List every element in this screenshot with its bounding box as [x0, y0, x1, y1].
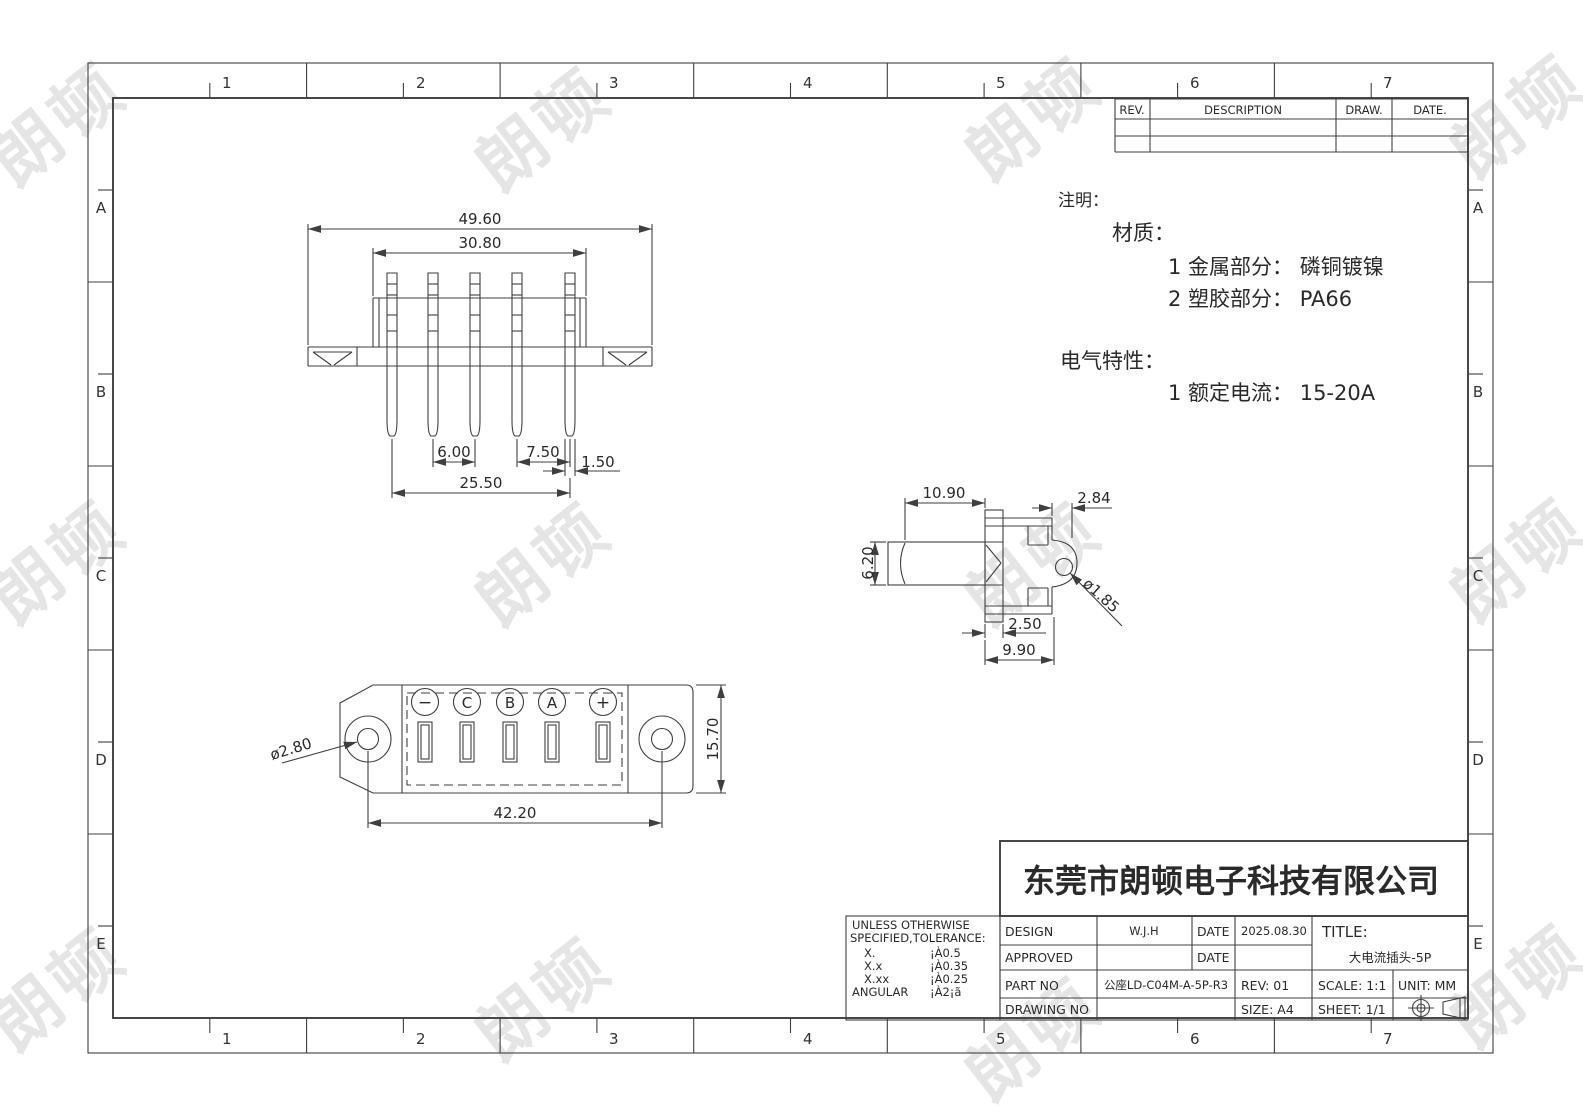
dim-total-width: 9.90	[1002, 641, 1035, 659]
dim-body-width: 30.80	[459, 234, 502, 252]
zone-col-label: 7	[1383, 74, 1393, 92]
title-label: TITLE:	[1321, 923, 1368, 941]
dim-pin-pitch: 6.00	[437, 443, 470, 461]
dim-hole-span: 42.20	[494, 804, 537, 822]
pin-label-c: C	[462, 694, 472, 712]
tolerance-label: X.xx	[864, 972, 889, 986]
front-view-dimensions: 49.60 30.80 6.00 7.50 1.50 25.50	[307, 210, 653, 498]
zone-col-label: 2	[416, 74, 426, 92]
dim-flange-width: 2.50	[1008, 615, 1041, 633]
partno-label: PART NO	[1005, 978, 1059, 993]
tolerance-value: ¡À2¡ã	[930, 984, 961, 999]
pin-label-minus: −	[418, 693, 432, 713]
revision-table: REV. DESCRIPTION DRAW. DATE.	[1114, 98, 1469, 153]
partno-value: 公座LD-C04M-A-5P-R3	[1104, 978, 1228, 992]
zone-col-label: 4	[803, 1030, 813, 1048]
design-label: DESIGN	[1005, 924, 1053, 939]
date-label: DATE	[1197, 924, 1230, 939]
zone-row-label: A	[96, 199, 107, 217]
size-value: SIZE: A4	[1241, 1002, 1294, 1017]
material-title: 材质：	[1112, 221, 1175, 245]
dim-barrel-length: 10.90	[923, 484, 966, 502]
side-view-dimensions: 10.90 2.84 6.20 2.50 9.90	[859, 484, 1112, 665]
zone-row-label: A	[1473, 199, 1484, 217]
dim-overall-width: 49.60	[459, 210, 502, 228]
zone-row-label: D	[95, 751, 107, 769]
electrical-title: 电气特性：	[1060, 349, 1165, 373]
drawingno-label: DRAWING NO	[1005, 1002, 1089, 1017]
tolerance-label: X.	[864, 946, 876, 960]
zone-col-label: 5	[996, 1030, 1006, 1048]
dim-mount-hole: ø2.80	[268, 734, 314, 764]
date2-label: DATE	[1197, 950, 1230, 965]
approved-label: APPROVED	[1005, 950, 1073, 965]
tolerance-value: ¡À0.5	[930, 945, 961, 960]
dim-pin-pitch-last: 7.50	[526, 443, 559, 461]
tolerance-line2: SPECIFIED,TOLERANCE:	[850, 931, 986, 945]
tolerance-value: ¡À0.25	[930, 971, 968, 986]
material-item: 1 金属部分： 磷铜镀镍	[1168, 255, 1384, 279]
dim-plate-width: 15.70	[704, 718, 722, 761]
dim-pin-span: 25.50	[460, 474, 503, 492]
dim-hole-diameter: ø1.85	[1079, 575, 1123, 617]
date-col-header: DATE.	[1413, 103, 1447, 117]
scale-value: SCALE: 1:1	[1318, 978, 1386, 993]
zone-col-label: 2	[416, 1030, 426, 1048]
dim-barrel-diameter: 6.20	[859, 546, 877, 579]
description-col-header: DESCRIPTION	[1204, 103, 1282, 117]
notes-heading: 注明：	[1058, 191, 1109, 211]
zone-col-label: 1	[222, 1030, 232, 1048]
bottom-view: − C B A + ø2.80 42.20	[268, 684, 726, 828]
front-view: 49.60 30.80 6.00 7.50 1.50 25.50	[307, 210, 653, 498]
title-block: 东莞市朗顿电子科技有限公司 UNLESS OTHERWISE SPECIFIED…	[845, 840, 1469, 1021]
zone-col-label: 6	[1190, 1030, 1200, 1048]
side-view: ø1.85 10.90 2.84 6.20 2.50 9.90	[859, 484, 1123, 665]
projection-symbol-icon	[1408, 995, 1466, 1021]
date-value: 2025.08.30	[1241, 924, 1307, 938]
title-value: 大电流插头-5P	[1349, 950, 1432, 965]
tolerance-line1: UNLESS OTHERWISE	[852, 918, 970, 932]
zone-col-label: 3	[609, 1030, 619, 1048]
pin-label-plus: +	[596, 693, 610, 713]
zone-row-label: B	[96, 383, 106, 401]
dim-pin-width: 1.50	[581, 453, 614, 471]
pin-polarity-labels: − C B A +	[410, 687, 618, 717]
draw-col-header: DRAW.	[1345, 103, 1382, 117]
zone-row-label: B	[1473, 383, 1483, 401]
pin-slots	[417, 721, 611, 763]
material-item: 2 塑胶部分： PA66	[1168, 287, 1352, 311]
zone-col-label: 1	[222, 74, 232, 92]
bottom-view-dimensions: 42.20 15.70	[367, 684, 726, 828]
sheet-value: SHEET: 1/1	[1318, 1002, 1386, 1017]
unit-value: UNIT: MM	[1398, 978, 1456, 993]
zone-col-label: 4	[803, 74, 813, 92]
rev-value: REV: 01	[1241, 978, 1289, 993]
tolerance-value: ¡À0.35	[930, 958, 968, 973]
design-value: W.J.H	[1129, 924, 1158, 938]
tolerance-label: ANGULAR	[852, 985, 908, 999]
dim-tip-length: 2.84	[1077, 489, 1110, 507]
electrical-item: 1 额定电流： 15-20A	[1168, 381, 1376, 405]
notes: 注明： 材质： 1 金属部分： 磷铜镀镍 2 塑胶部分： PA66 电气特性： …	[1058, 191, 1384, 405]
pin-label-b: B	[505, 694, 515, 712]
zone-row-label: C	[1473, 567, 1483, 585]
pin-label-a: A	[547, 694, 558, 712]
tolerance-label: X.x	[864, 959, 883, 973]
zone-row-label: C	[96, 567, 106, 585]
zone-row-label: D	[1472, 751, 1484, 769]
zone-col-label: 5	[996, 74, 1006, 92]
zone-col-label: 3	[609, 74, 619, 92]
zone-row-label: E	[1473, 935, 1482, 953]
company-name: 东莞市朗顿电子科技有限公司	[1023, 862, 1439, 900]
sheet-border: 1 2 3 4 5 6 7 1 2 3 4 5 6 7 A B C D E A …	[87, 62, 1494, 1054]
zone-row-label: E	[96, 935, 105, 953]
rev-col-header: REV.	[1119, 103, 1144, 117]
zone-col-label: 7	[1383, 1030, 1393, 1048]
zone-col-label: 6	[1190, 74, 1200, 92]
pins	[386, 272, 576, 437]
